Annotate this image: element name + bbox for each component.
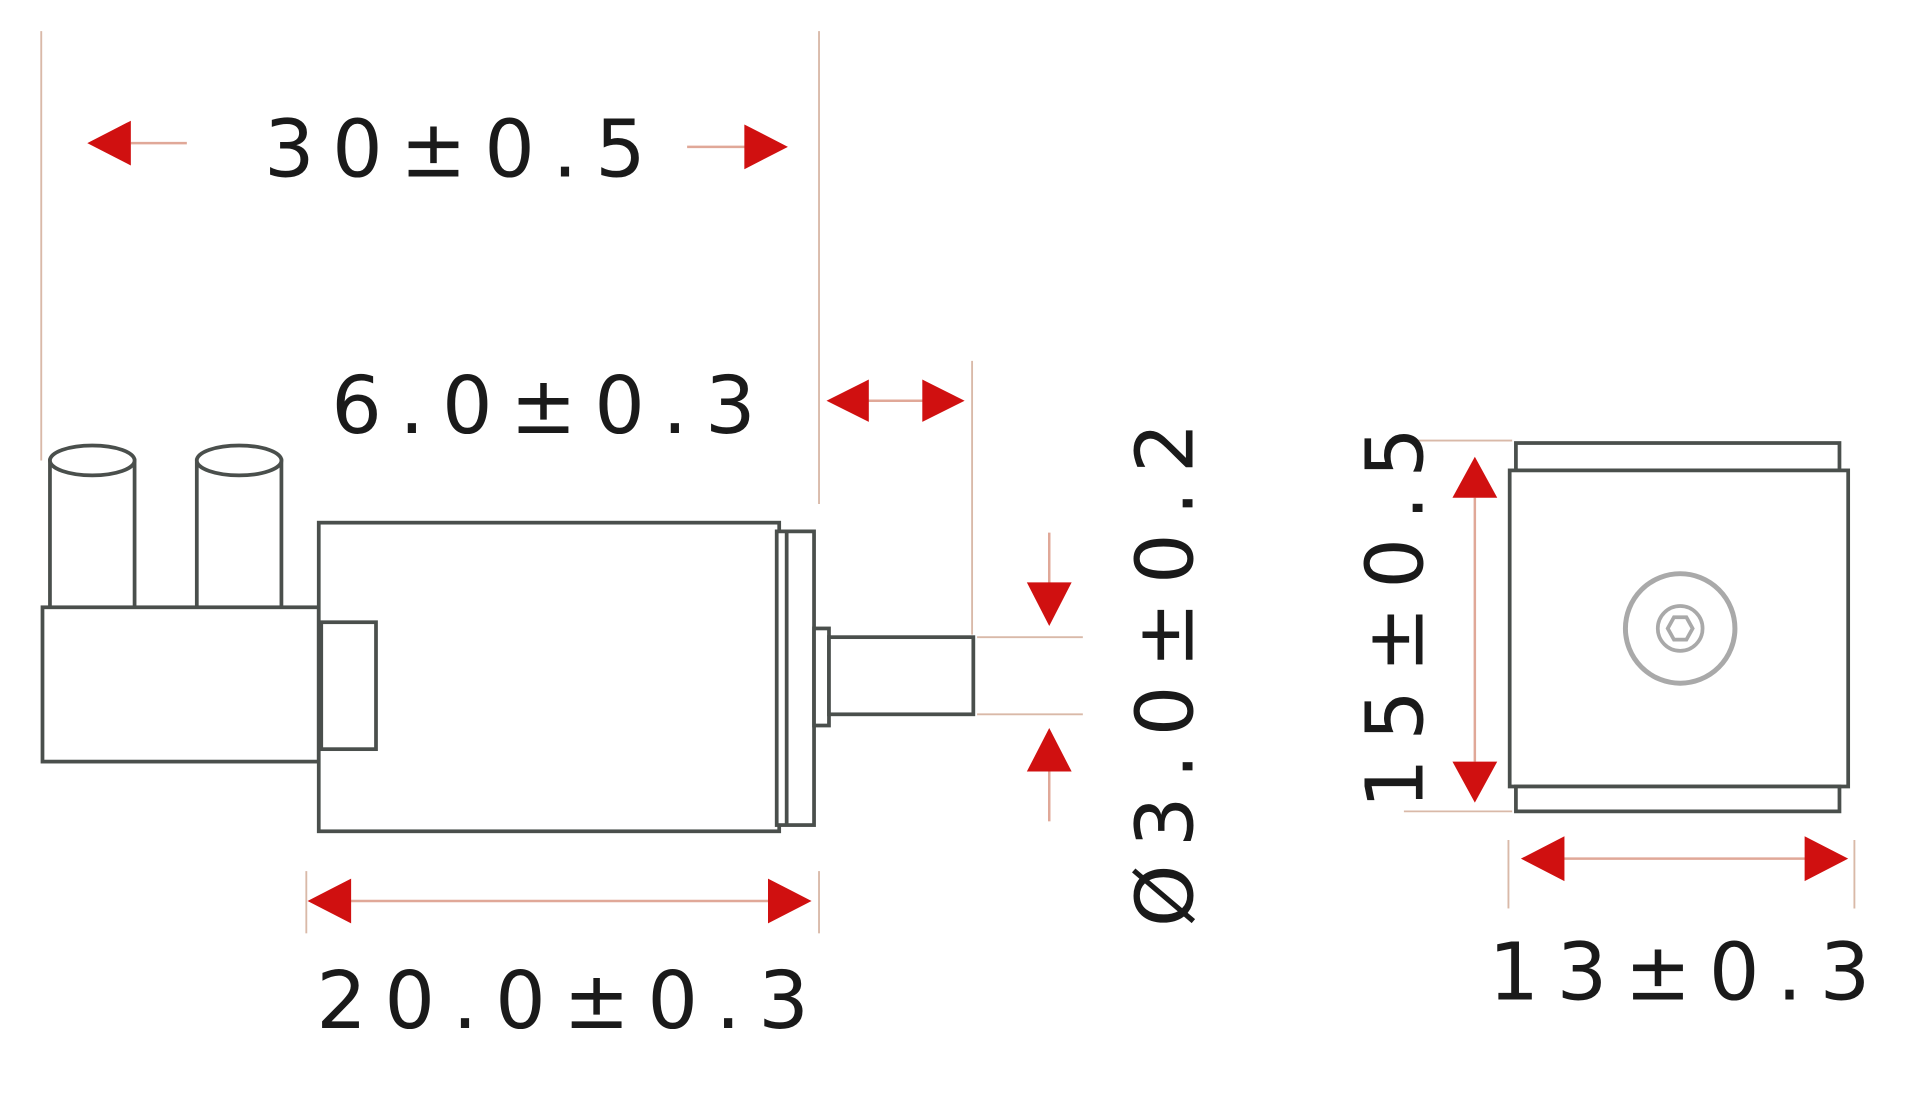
end-view [1507, 441, 1851, 814]
dimension-arrows [87, 120, 1849, 924]
overall-length-label: 30±0.5 [264, 103, 663, 196]
shaft-diameter-label: Ø3.0±0.2 [1118, 405, 1211, 927]
shaft-length-label: 6.0±0.3 [331, 359, 773, 452]
body-length-label: 20.0±0.3 [316, 954, 826, 1047]
end-height-label: 15±0.5 [1349, 410, 1442, 809]
extension-lines [40, 31, 1856, 934]
side-view [40, 443, 976, 834]
shaft-hole-outer [1622, 571, 1738, 686]
end-width-label: 13±0.3 [1489, 925, 1888, 1018]
